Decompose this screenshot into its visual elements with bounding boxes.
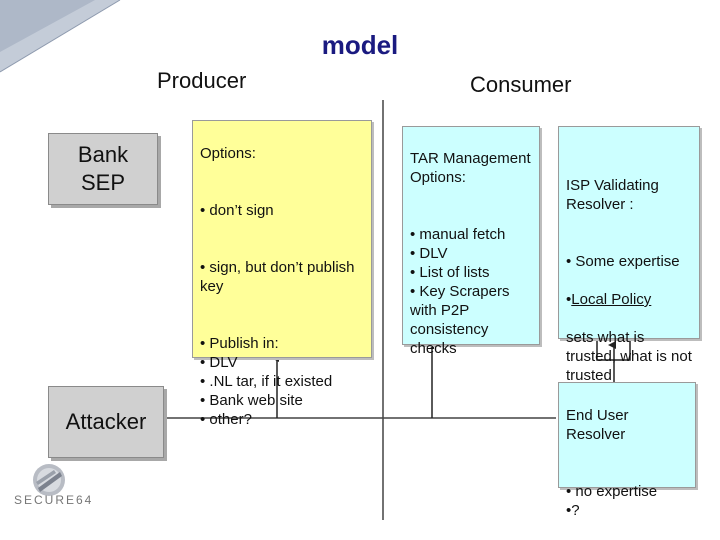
secure64-logo-text: SECURE64 [14, 493, 94, 507]
enduser-notes: • no expertise •? [566, 483, 658, 519]
end-user-resolver-box: End User Resolver • no expertise •? [558, 382, 696, 519]
local-policy-link[interactable]: Local Policy [571, 291, 652, 308]
consumer-heading: Consumer [470, 72, 572, 97]
options-heading: Options: [200, 145, 256, 162]
bank-label: Bank [77, 142, 129, 167]
option-sign-no-publish: • sign, but don’t publish key [200, 259, 355, 295]
isp-policy-rest: sets what is trusted, what is not truste… [566, 329, 692, 384]
option-dont-sign: • don’t sign [200, 202, 274, 219]
sep-label: SEP [80, 170, 126, 195]
option-publish-list: • Publish in: • DLV • .NL tar, if it exi… [200, 335, 333, 428]
isp-policy-line: •Local Policy [566, 290, 692, 309]
isp-expertise: • Some expertise [566, 253, 680, 270]
secure64-logo-icon [33, 464, 65, 496]
enduser-heading: End User Resolver [566, 407, 629, 443]
producer-heading: Producer [157, 68, 247, 93]
corner-decoration [0, 0, 121, 73]
tar-management-box: TAR Management Options: • manual fetch •… [402, 126, 540, 357]
producer-options-box: Options: • don’t sign • sign, but don’t … [192, 120, 372, 428]
tar-heading: TAR Management Options: [410, 150, 531, 186]
attacker-box: Attacker [48, 386, 164, 458]
isp-resolver-box: ISP Validating Resolver : • Some experti… [558, 126, 700, 384]
bank-sep-box: Bank SEP [48, 133, 158, 205]
tar-options-list: • manual fetch • DLV • List of lists • K… [410, 226, 510, 357]
isp-heading: ISP Validating Resolver : [566, 177, 659, 213]
isp-bullet: • [566, 291, 572, 308]
slide-title: model [321, 30, 399, 60]
